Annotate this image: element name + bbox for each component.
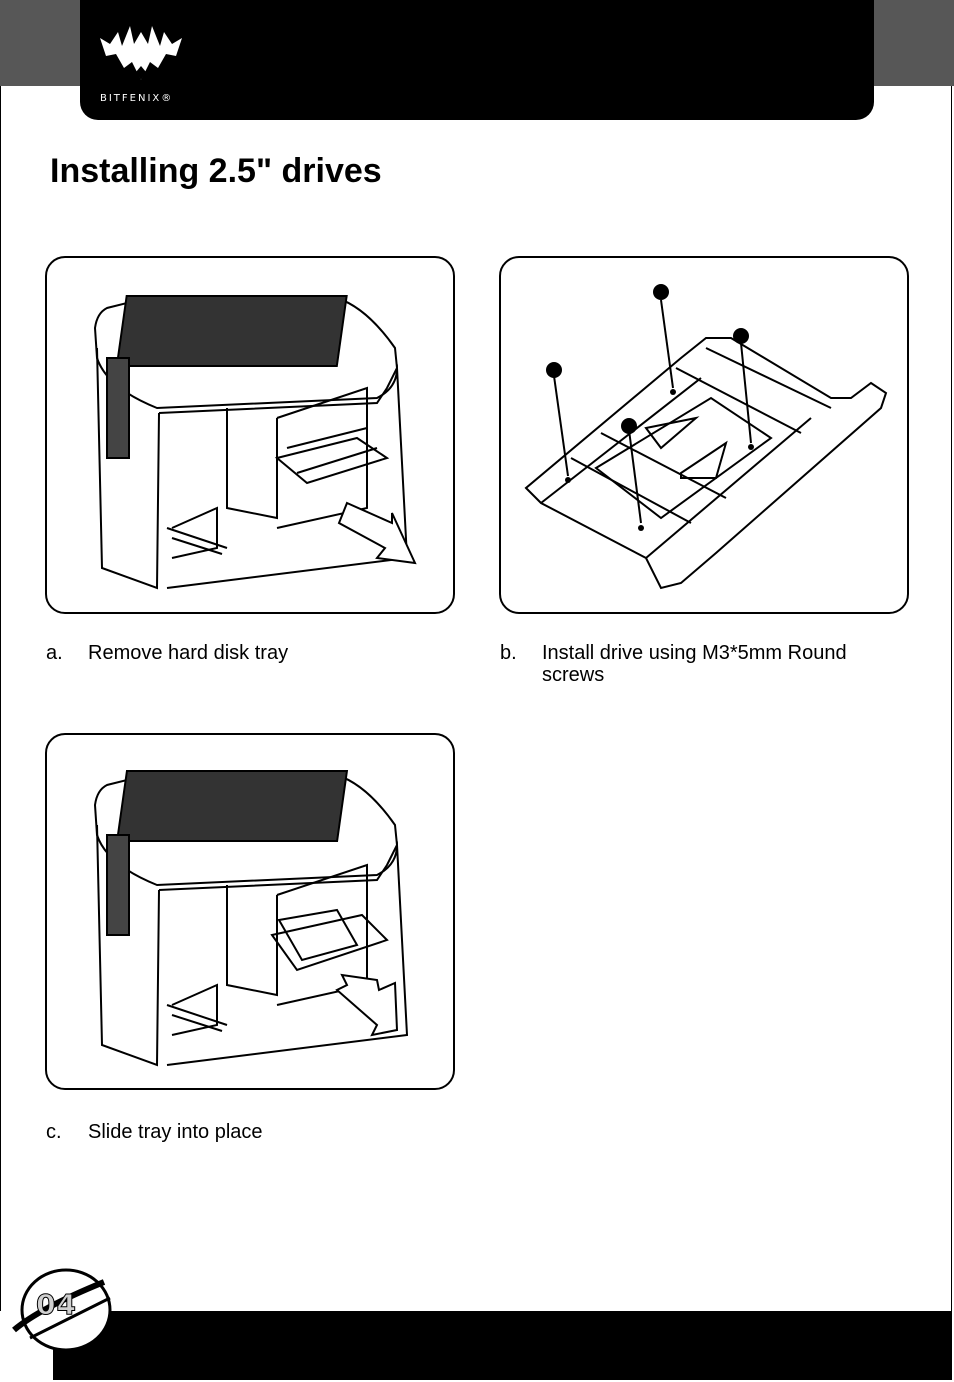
case-illustration-a	[93, 295, 417, 590]
step-c-text: Slide tray into place	[88, 1121, 263, 1143]
logo-text: BITFENIX®	[100, 93, 174, 104]
step-b-letter: b.	[500, 642, 517, 664]
step-a-letter: a.	[46, 642, 63, 664]
step-c-letter: c.	[46, 1121, 62, 1143]
page-number: 04	[36, 1288, 77, 1322]
bitfenix-logo-icon	[100, 26, 182, 80]
illustration-install-drive	[499, 256, 909, 614]
page-title: Installing 2.5" drives	[50, 152, 382, 190]
step-b-caption: b. Install drive using M3*5mm Round scre…	[500, 642, 920, 692]
step-b-text: Install drive using M3*5mm Round screws	[542, 642, 847, 686]
header-left-tab	[0, 0, 81, 86]
case-illustration-c	[93, 770, 409, 1067]
tray-illustration-b	[524, 284, 888, 590]
header-right-tab	[873, 0, 954, 86]
illustration-remove-tray	[45, 256, 455, 614]
page-badge-icon	[12, 1268, 112, 1352]
header-band	[80, 0, 874, 120]
illustration-slide-tray	[45, 733, 455, 1090]
footer-band	[54, 1311, 952, 1380]
step-a-text: Remove hard disk tray	[88, 642, 289, 664]
step-a-caption: a. Remove hard disk tray	[46, 642, 446, 668]
step-c-caption: c. Slide tray into place	[46, 1121, 446, 1147]
